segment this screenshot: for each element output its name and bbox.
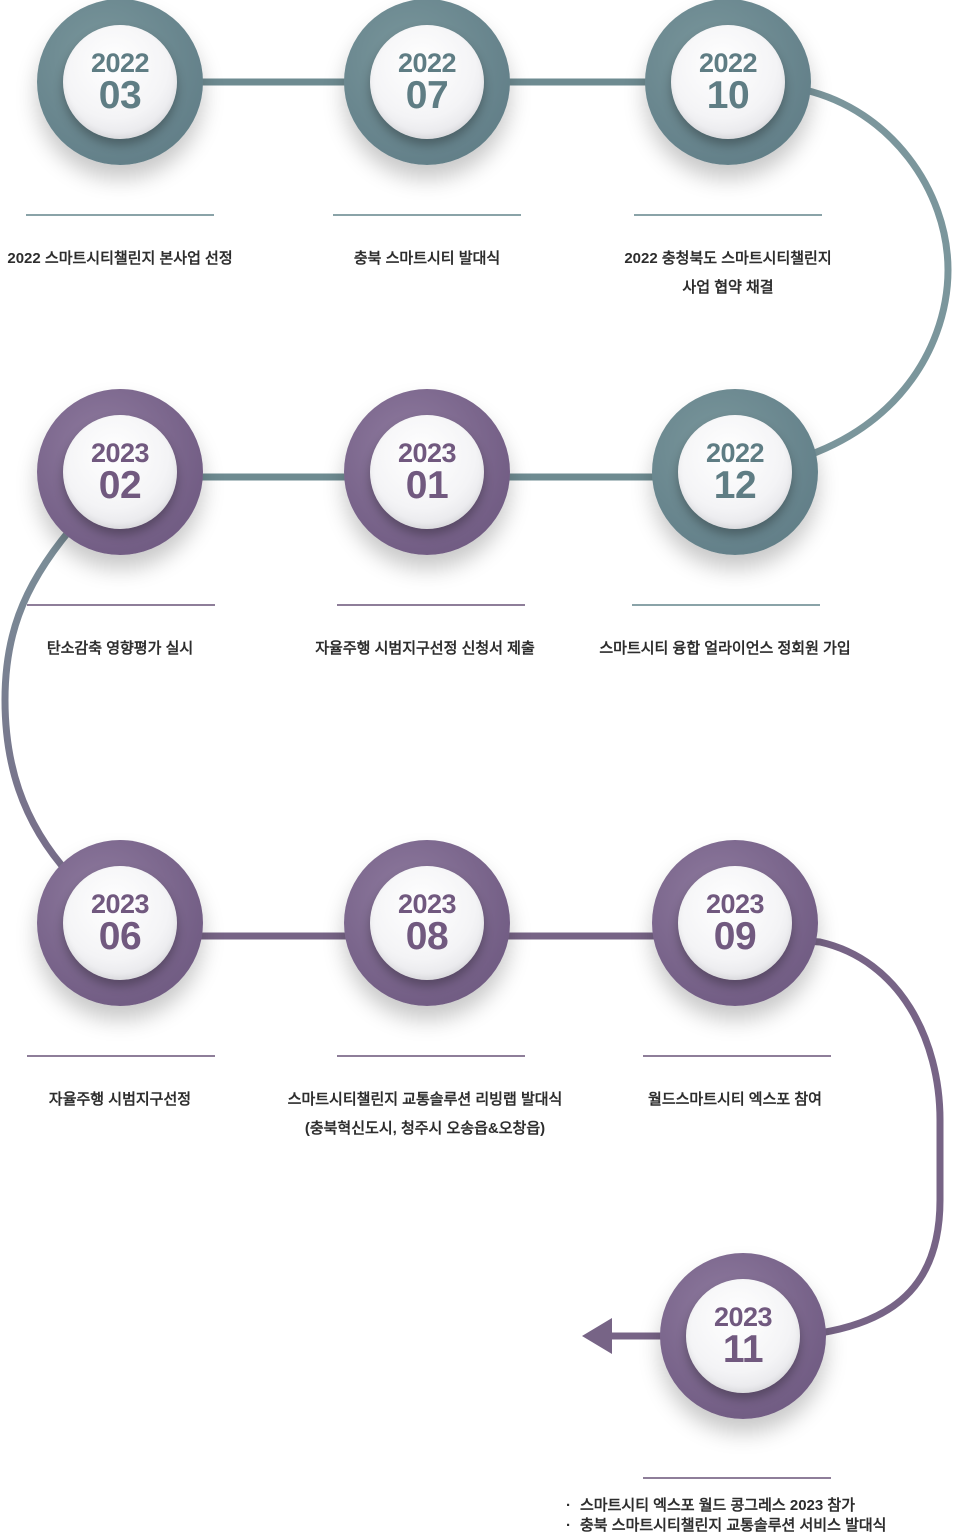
milestone-year: 2022 [705, 438, 765, 468]
milestone-node: 2022 10 [645, 0, 811, 165]
milestone-node: 2022 07 [344, 0, 510, 165]
date-badge: 2023 01 [370, 415, 484, 529]
milestone-year: 2023 [397, 889, 457, 919]
divider [337, 1055, 525, 1057]
connector-curve [734, 78, 952, 476]
milestone-node: 2023 02 [37, 389, 203, 555]
date-badge: 2022 12 [678, 415, 792, 529]
date-badge: 2022 07 [370, 25, 484, 139]
connector-curve [1, 474, 123, 928]
milestone-month: 09 [713, 915, 757, 958]
date-badge: 2023 11 [686, 1279, 800, 1393]
milestone-year: 2023 [90, 438, 150, 468]
connector-curve [734, 932, 944, 1340]
milestone-month: 11 [722, 1328, 764, 1371]
milestone-node: 2023 11 [660, 1253, 826, 1419]
caption-line: 사업 협약 채결 [682, 279, 774, 296]
caption-line: 탄소감축 영향평가 실시 [46, 640, 194, 657]
milestone-month: 01 [405, 464, 449, 507]
bullet-text: 스마트시티 엑스포 월드 콩그레스 2023 참가 [580, 1497, 856, 1514]
milestone-node: 2023 01 [344, 389, 510, 555]
divider [337, 604, 525, 606]
milestone-node: 2023 06 [37, 840, 203, 1006]
milestone-year: 2023 [713, 1302, 773, 1332]
milestone-caption: 스마트시티챌린지 교통솔루션 리빙랩 발대식 (충북혁신도시, 청주시 오송읍&… [267, 1085, 583, 1143]
milestone-caption: 스마트시티 융합 얼라이언스 정회원 가입 [575, 634, 875, 663]
divider [26, 214, 214, 216]
milestone-caption: 자율주행 시범지구선정 [0, 1085, 240, 1114]
milestone-caption: 2022 스마트시티챌린지 본사업 선정 [0, 244, 270, 273]
milestone-node: 2022 12 [652, 389, 818, 555]
caption-line: 자율주행 시범지구선정 신청서 제출 [315, 640, 535, 657]
milestone-caption: 월드스마트시티 엑스포 참여 [585, 1085, 885, 1114]
milestone-month: 07 [405, 74, 449, 117]
milestone-node: 2023 08 [344, 840, 510, 1006]
date-badge: 2023 06 [63, 866, 177, 980]
milestone-year: 2022 [397, 48, 457, 78]
caption-line: 2022 충청북도 스마트시티챌린지 [624, 250, 832, 267]
milestone-caption: 탄소감축 영향평가 실시 [0, 634, 240, 663]
bullet-dot: · [566, 1517, 571, 1534]
milestone-node: 2022 03 [37, 0, 203, 165]
arrow-left-icon [582, 1318, 612, 1354]
milestone-month: 02 [98, 464, 142, 507]
caption-line: 자율주행 시범지구선정 [48, 1091, 192, 1108]
milestone-month: 12 [713, 464, 757, 507]
divider [27, 604, 215, 606]
milestone-year: 2022 [90, 48, 150, 78]
caption-line: 스마트시티 융합 얼라이언스 정회원 가입 [599, 640, 851, 657]
milestone-caption: 2022 충청북도 스마트시티챌린지 사업 협약 채결 [578, 244, 878, 302]
milestone-month: 08 [405, 915, 449, 958]
milestone-month: 10 [706, 74, 750, 117]
bullet-text: 충북 스마트시티챌린지 교통솔루션 서비스 발대식 [580, 1517, 887, 1534]
bullet-dot: · [566, 1497, 571, 1514]
milestone-month: 06 [98, 915, 142, 958]
milestone-node: 2023 09 [652, 840, 818, 1006]
date-badge: 2023 09 [678, 866, 792, 980]
date-badge: 2023 08 [370, 866, 484, 980]
caption-line: 스마트시티챌린지 교통솔루션 리빙랩 발대식 [287, 1091, 563, 1108]
milestone-caption: 자율주행 시범지구선정 신청서 제출 [275, 634, 575, 663]
date-badge: 2022 10 [671, 25, 785, 139]
divider [632, 604, 820, 606]
milestone-year: 2023 [90, 889, 150, 919]
divider [643, 1055, 831, 1057]
milestone-bullet-list: · 스마트시티 엑스포 월드 콩그레스 2023 참가 · 충북 스마트시티챌린지 … [566, 1496, 886, 1536]
caption-line: (충북혁신도시, 청주시 오송읍&오창읍) [304, 1120, 546, 1137]
caption-line: 충북 스마트시티 발대식 [353, 250, 501, 267]
divider [27, 1055, 215, 1057]
milestone-caption: 충북 스마트시티 발대식 [277, 244, 577, 273]
divider [643, 1477, 831, 1479]
divider [333, 214, 521, 216]
milestone-year: 2023 [705, 889, 765, 919]
date-badge: 2023 02 [63, 415, 177, 529]
bullet-item: · 스마트시티 엑스포 월드 콩그레스 2023 참가 [566, 1496, 886, 1516]
date-badge: 2022 03 [63, 25, 177, 139]
caption-line: 월드스마트시티 엑스포 참여 [648, 1091, 822, 1108]
divider [634, 214, 822, 216]
milestone-year: 2022 [698, 48, 758, 78]
milestone-year: 2023 [397, 438, 457, 468]
milestone-month: 03 [98, 74, 142, 117]
bullet-item: · 충북 스마트시티챌린지 교통솔루션 서비스 발대식 [566, 1516, 886, 1536]
caption-line: 2022 스마트시티챌린지 본사업 선정 [7, 250, 233, 267]
